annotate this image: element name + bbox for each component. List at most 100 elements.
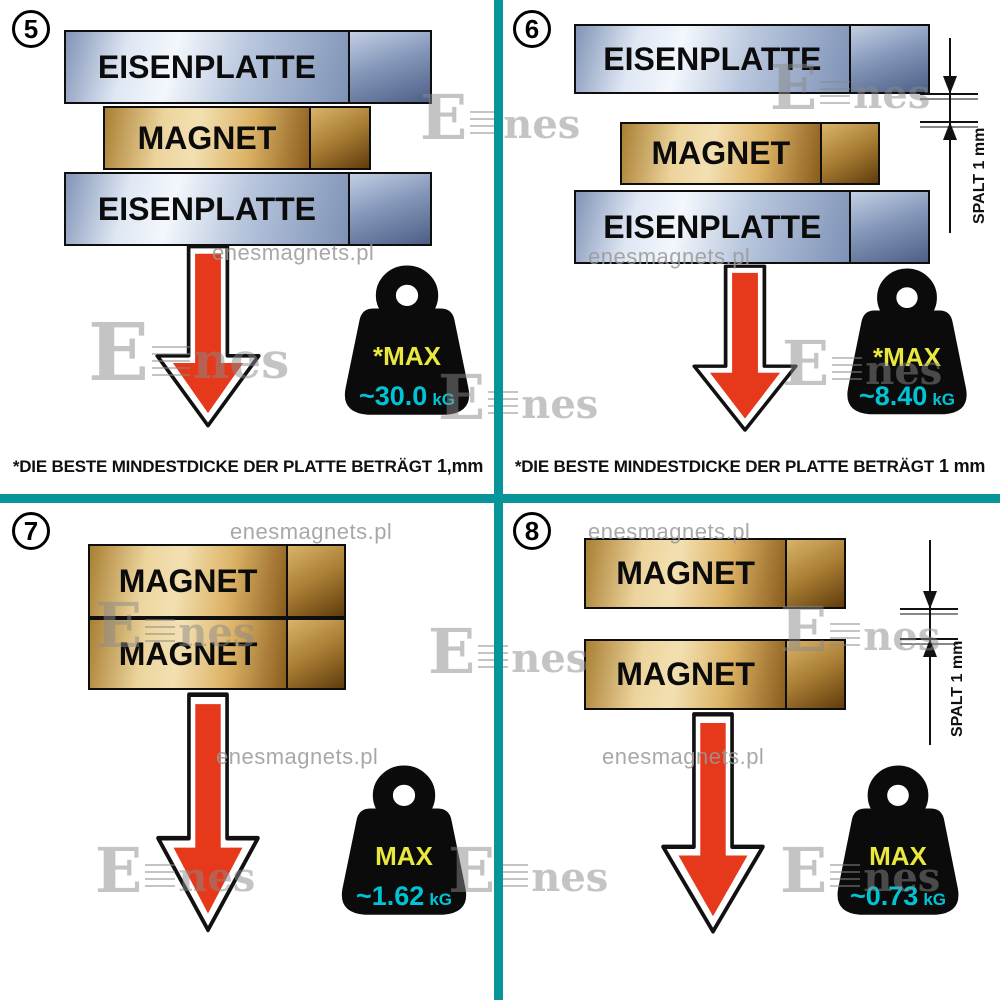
enes-logo-watermark: E nes [780, 840, 941, 902]
logo-lines [478, 644, 509, 673]
logo-lines [830, 622, 861, 651]
panel-5-badge: 5 [12, 10, 50, 48]
logo-lines [151, 346, 190, 380]
steel-plate-endcap [347, 174, 430, 244]
value-unit: kG [429, 889, 452, 909]
gap-dimension: SPALT 1 mm [920, 38, 988, 233]
enes-logo-watermark: E nes [448, 834, 609, 907]
logo-lines [145, 863, 176, 892]
logo-letter-e: E [88, 305, 149, 399]
logo-letter-e: E [95, 589, 143, 662]
steel-plate-top: EISENPLATTE [574, 24, 930, 94]
magnet-label: MAGNET [105, 108, 309, 168]
logo-nes: nes [178, 608, 256, 656]
logo-lines [145, 618, 176, 647]
max-label: *MAX [373, 341, 441, 372]
gap-dimension: SPALT 1 mm [900, 540, 966, 745]
watermark-site: enesmagnets.pl [212, 240, 375, 265]
logo-lines [830, 863, 861, 892]
value-number: ~0.73 [849, 880, 919, 911]
magnet-block-top: MAGNET [584, 538, 846, 609]
enes-logo-watermark: E nes [438, 361, 599, 434]
watermark-site: enesmagnets.pl [216, 744, 379, 769]
magnet-block: MAGNET [103, 106, 371, 170]
divider-horizontal [0, 494, 1000, 503]
logo-lines [498, 863, 529, 892]
footnote: *DIE BESTE MINDESTDICKE DER PLATTE BETRÄ… [4, 456, 492, 477]
magnet-endcap [286, 546, 344, 616]
kettlebell-shape [837, 765, 959, 915]
value-unit: kG [432, 389, 455, 409]
logo-letter-e: E [428, 615, 476, 688]
logo-nes: nes [531, 853, 609, 901]
force-arrow [156, 692, 260, 933]
logo-letter-e: E [782, 327, 830, 400]
magnet-endcap [819, 124, 878, 183]
enes-logo-watermark: E nes [428, 615, 589, 688]
magnet-endcap [785, 641, 844, 708]
magnet-label: MAGNET [586, 641, 786, 708]
steel-plate-bottom: EISENPLATTE [574, 190, 930, 264]
magnet-block: MAGNET [620, 122, 880, 185]
logo-lines [832, 356, 863, 385]
steel-plate-bottom: EISENPLATTE [64, 172, 432, 246]
enes-logo-watermark: E nes [95, 589, 256, 662]
footnote-bold: 1,mm [436, 456, 484, 476]
gap-label: SPALT 1 mm [949, 641, 966, 737]
max-label: MAX [375, 841, 433, 872]
kettlebell-shape [341, 765, 467, 915]
logo-nes: nes [863, 853, 941, 901]
magnet-block-top: MAGNET [88, 544, 346, 618]
steel-plate-label: EISENPLATTE [576, 192, 849, 262]
logo-letter-e: E [770, 51, 818, 124]
enes-logo-watermark: E nes [95, 834, 256, 907]
steel-plate-endcap [347, 32, 430, 102]
steel-plate-label: EISENPLATTE [66, 174, 348, 244]
steel-plate-label: EISENPLATTE [576, 26, 849, 92]
logo-letter-e: E [448, 834, 496, 907]
enes-logo-watermark: E nes [770, 51, 930, 124]
logo-lines [488, 390, 519, 419]
logo-nes: nes [865, 346, 943, 394]
logo-letter-e: E [420, 81, 468, 154]
panel-7-badge: 7 [12, 512, 50, 550]
steel-plate-endcap [848, 26, 928, 92]
kettlebell-shape [344, 265, 470, 415]
magnet-endcap [785, 540, 844, 607]
watermark-site: enesmagnets.pl [588, 519, 751, 544]
magnet-label: MAGNET [622, 124, 820, 183]
kettlebell-shape [847, 268, 967, 415]
logo-letter-e: E [780, 593, 828, 666]
max-label: *MAX [873, 342, 941, 373]
max-label: MAX [869, 841, 927, 872]
logo-letter-e: E [95, 834, 143, 907]
enes-logo-watermark: E nes [782, 327, 943, 400]
logo-nes: nes [503, 100, 581, 148]
value-unit: kG [923, 889, 946, 909]
steel-plate-top: EISENPLATTE [64, 30, 432, 104]
steel-plate-endcap [848, 192, 928, 262]
logo-nes: nes [178, 853, 256, 901]
enes-logo-watermark: E nes [88, 305, 289, 399]
gap-label: SPALT 1 mm [971, 128, 988, 224]
logo-letter-e: E [438, 361, 486, 434]
magnet-block-bottom: MAGNET [584, 639, 846, 710]
footnote-text: *DIE BESTE MINDESTDICKE DER PLATTE BETRÄ… [12, 457, 432, 476]
enes-logo-watermark: E nes [780, 593, 941, 666]
steel-plate-label: EISENPLATTE [66, 32, 348, 102]
magnet-endcap [308, 108, 369, 168]
value-number: ~8.40 [858, 380, 928, 411]
footnote-text: *DIE BESTE MINDESTDICKE DER PLATTE BETRÄ… [514, 457, 934, 476]
logo-nes: nes [521, 380, 599, 428]
magnet-block-bottom: MAGNET [88, 618, 346, 690]
magnet-endcap [286, 620, 344, 688]
logo-nes: nes [863, 612, 941, 660]
logo-nes: nes [511, 634, 589, 682]
